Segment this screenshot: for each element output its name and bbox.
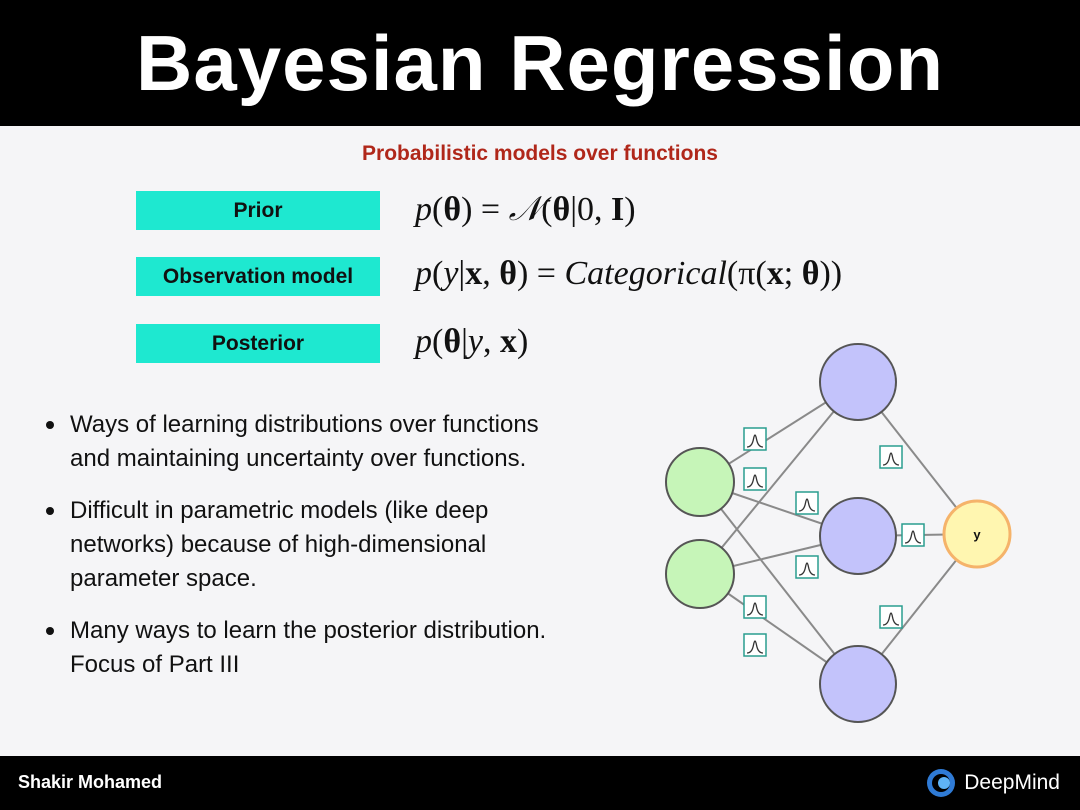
prior-formula: p(θ) = 𝒩(θ|0, I) — [415, 191, 636, 228]
slide-content: Probabilistic models over functions Prio… — [0, 126, 1080, 756]
deepmind-logo-icon — [927, 769, 956, 797]
hidden-node — [819, 645, 897, 723]
bullet-list: Ways of learning distributions over func… — [44, 408, 584, 700]
bullet-item: Many ways to learn the posterior distrib… — [44, 614, 584, 682]
posterior-label: Posterior — [136, 324, 380, 363]
gaussian-weight-icon — [901, 523, 925, 547]
input-node — [665, 539, 735, 609]
gaussian-weight-icon — [743, 633, 767, 657]
title-bar: Bayesian Regression — [0, 0, 1080, 126]
slide-title: Bayesian Regression — [135, 18, 945, 107]
observation-model-label: Observation model — [136, 257, 380, 296]
brand: DeepMind — [926, 768, 1060, 798]
prior-label: Prior — [136, 191, 380, 230]
gaussian-weight-icons — [743, 427, 925, 657]
output-node — [942, 499, 1012, 569]
brand-name: DeepMind — [964, 771, 1060, 794]
bayesian-network-diagram: y — [665, 343, 1012, 723]
input-node — [665, 447, 735, 517]
bullet-item: Difficult in parametric models (like dee… — [44, 494, 584, 596]
gaussian-weight-icon — [743, 595, 767, 619]
gaussian-weight-icon — [879, 605, 903, 629]
gaussian-weight-icon — [795, 555, 819, 579]
output-node-label: y — [973, 527, 981, 542]
gaussian-weight-icon — [879, 445, 903, 469]
author-name: Shakir Mohamed — [18, 772, 163, 792]
gaussian-weight-icon — [743, 467, 767, 491]
gaussian-weight-icon — [795, 491, 819, 515]
footer: Shakir Mohamed DeepMind — [0, 756, 1080, 810]
hidden-node — [819, 343, 897, 421]
posterior-formula: p(θ|y, x) — [415, 323, 529, 360]
observation-model-formula: p(y|x, θ) = Categorical(π(x; θ)) — [415, 255, 843, 292]
slide-subtitle: Probabilistic models over functions — [362, 142, 718, 165]
gaussian-weight-icon — [743, 427, 767, 451]
bullet-item: Ways of learning distributions over func… — [44, 408, 584, 476]
hidden-node — [819, 497, 897, 575]
